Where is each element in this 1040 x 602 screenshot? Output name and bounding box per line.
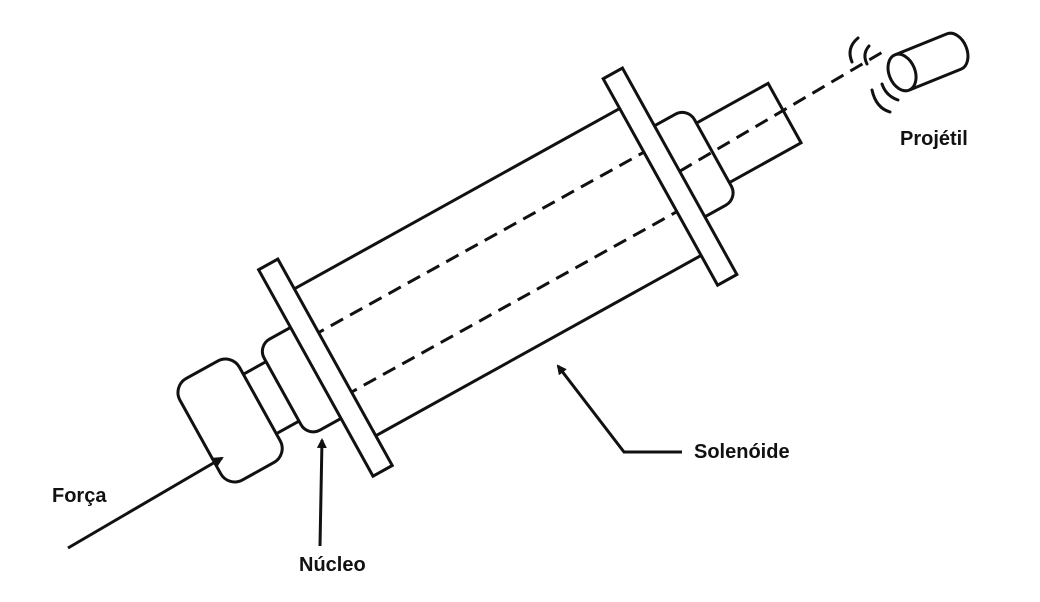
motion-mark-3	[870, 88, 892, 114]
projectile	[886, 31, 970, 93]
projectile-label: Projétil	[900, 128, 968, 150]
motion-mark-4	[880, 82, 900, 102]
motion-mark-2	[863, 44, 871, 66]
solenoid-arrow	[556, 364, 682, 454]
projectile-path	[678, 48, 888, 173]
right-flange	[601, 66, 739, 288]
core-arrow	[316, 438, 327, 547]
core-label: Núcleo	[299, 554, 366, 576]
force-label: Força	[52, 485, 107, 507]
left-flange	[256, 257, 395, 479]
solenoid-label: Solenóide	[694, 441, 790, 463]
core-end-cap	[176, 357, 284, 484]
force-arrow	[67, 456, 224, 550]
motion-mark-1	[848, 36, 860, 64]
